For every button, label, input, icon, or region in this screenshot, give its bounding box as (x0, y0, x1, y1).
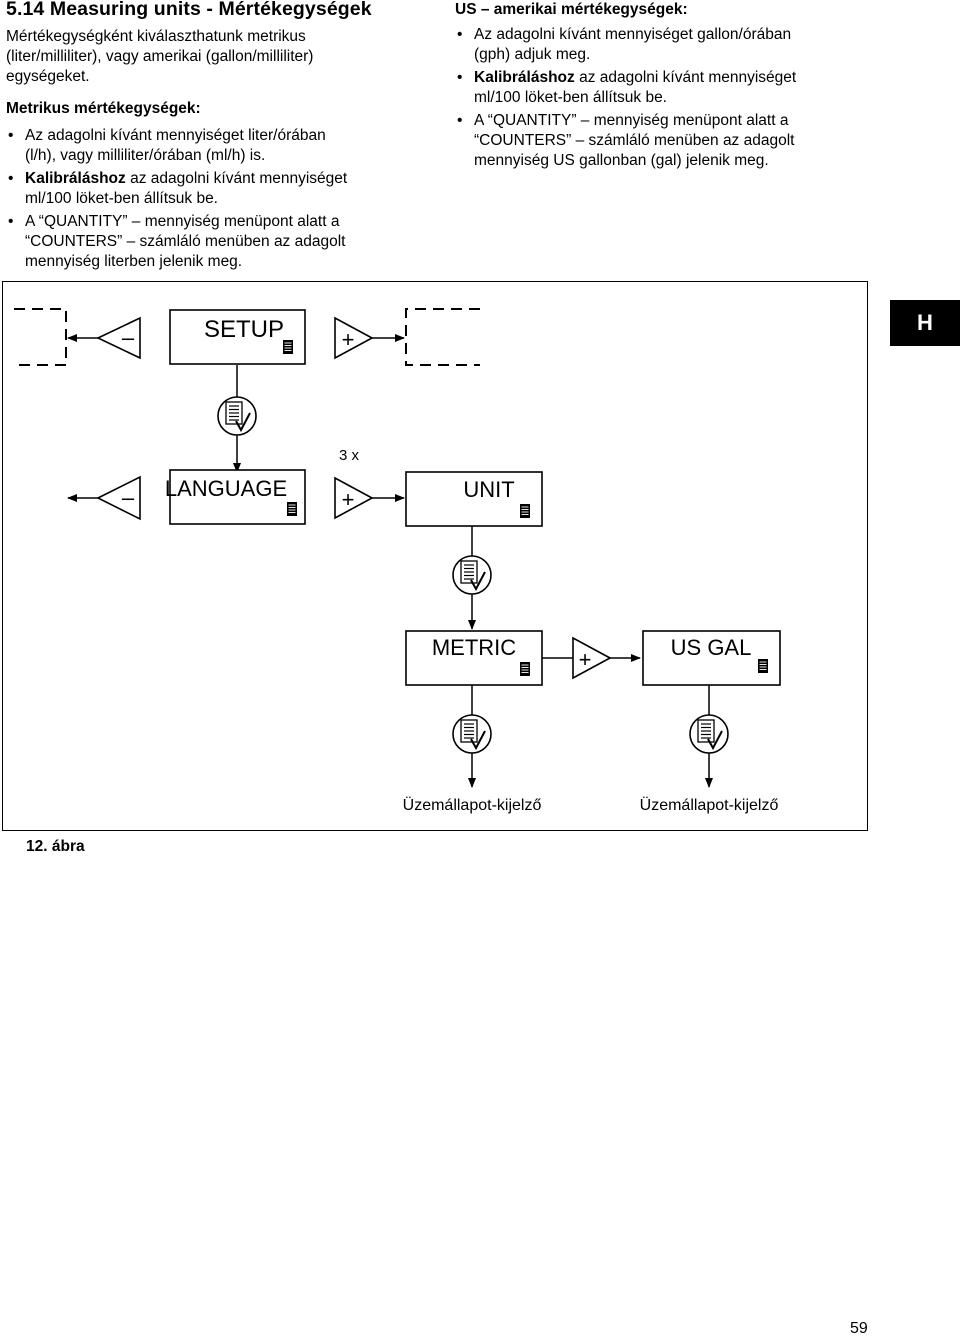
bullet-glyph: • (457, 26, 463, 43)
bullet-text: ml/100 löket-ben állítsuk be. (474, 89, 667, 106)
metric-heading: Metrikus mértékegységek: (6, 100, 201, 117)
section-title: 5.14 Measuring units - Mértékegységek (6, 0, 372, 20)
menu-key-icon (282, 339, 294, 355)
intro-line: (liter/milliliter), vagy amerikai (gallo… (6, 48, 314, 65)
status-display-label: Üzemállapot-kijelző (640, 796, 779, 814)
display-text: UNIT (463, 477, 514, 502)
setup-display: SETUP (169, 309, 306, 365)
plus-symbol: + (579, 647, 592, 672)
plus-button[interactable]: + (572, 636, 612, 680)
language-display: LANGUAGE (165, 469, 306, 525)
enter-button-icon[interactable] (217, 396, 257, 436)
list-item: • A “QUANTITY” – mennyiség menüpont alat… (6, 212, 406, 272)
us-heading: US – amerikai mértékegységek: (455, 1, 688, 18)
bullet-text: mennyiség US gallonban (gal) jelenik meg… (474, 152, 769, 169)
us-bullet-list: • Az adagolni kívánt mennyiséget gallon/… (455, 25, 875, 171)
us-gal-display: US GAL (642, 630, 781, 686)
bullet-text: “COUNTERS” – számláló menüben az adagolt (25, 233, 346, 250)
unit-display: UNIT (405, 471, 543, 527)
bullet-text: mennyiség literben jelenik meg. (25, 253, 243, 270)
bullet-glyph: • (457, 112, 463, 129)
minus-button[interactable]: – (96, 475, 141, 521)
plus-button[interactable]: + (334, 476, 374, 520)
bullet-text: “COUNTERS” – számláló menüben az adagolt (474, 132, 795, 149)
bullet-glyph: • (8, 127, 14, 144)
right-column: US – amerikai mértékegységek: • Az adago… (455, 0, 875, 171)
bullet-text: A “QUANTITY” – mennyiség menüpont alatt … (474, 112, 789, 129)
bullet-bold: Kalibráláshoz (25, 170, 126, 187)
display-text: SETUP (204, 316, 284, 343)
list-item: • Az adagolni kívánt mennyiséget liter/ó… (6, 126, 406, 166)
list-item: • Kalibráláshoz az adagolni kívánt menny… (455, 68, 875, 108)
menu-key-icon (519, 661, 531, 677)
bullet-text: (gph) adjuk meg. (474, 46, 591, 63)
page-number: 59 (850, 1320, 868, 1337)
figure-frame (2, 281, 868, 831)
minus-button[interactable]: – (96, 316, 141, 360)
plus-symbol: + (342, 327, 355, 352)
repeat-count-label: 3 x (339, 447, 360, 464)
display-text: METRIC (432, 635, 516, 660)
bullet-text: az adagolni kívánt mennyiséget (125, 170, 348, 187)
enter-button-icon[interactable] (452, 714, 492, 754)
status-display-label: Üzemállapot-kijelző (403, 796, 542, 814)
plus-button[interactable]: + (334, 316, 374, 360)
intro-paragraph: Mértékegységként kiválaszthatunk metriku… (6, 27, 406, 87)
bullet-text: A “QUANTITY” – mennyiség menüpont alatt … (25, 213, 340, 230)
minus-symbol: – (122, 485, 135, 510)
bullet-bold: Kalibráláshoz (474, 69, 575, 86)
list-item: • Az adagolni kívánt mennyiséget gallon/… (455, 25, 875, 65)
dashed-placeholder-right (405, 308, 480, 366)
bullet-text: (l/h), vagy milliliter/órában (ml/h) is. (25, 147, 266, 164)
left-column: Mértékegységként kiválaszthatunk metriku… (6, 27, 406, 272)
metric-display: METRIC (405, 630, 543, 686)
metric-bullet-list: • Az adagolni kívánt mennyiséget liter/ó… (6, 126, 406, 272)
menu-key-icon (519, 503, 531, 519)
dashed-placeholder-left (14, 308, 67, 366)
plus-symbol: + (342, 487, 355, 512)
display-text: US GAL (671, 635, 752, 660)
bullet-text: az adagolni kívánt mennyiséget (574, 69, 797, 86)
intro-line: Mértékegységként kiválaszthatunk metriku… (6, 28, 306, 45)
bullet-text: ml/100 löket-ben állítsuk be. (25, 190, 218, 207)
bullet-glyph: • (457, 69, 463, 86)
bullet-text: Az adagolni kívánt mennyiséget liter/órá… (25, 127, 326, 144)
bullet-text: Az adagolni kívánt mennyiséget gallon/ór… (474, 26, 792, 43)
menu-key-icon (286, 501, 298, 517)
figure-caption: 12. ábra (26, 838, 85, 855)
bullet-glyph: • (8, 170, 14, 187)
enter-button-icon[interactable] (689, 714, 729, 754)
enter-button-icon[interactable] (452, 555, 492, 595)
display-text: LANGUAGE (165, 476, 287, 501)
bullet-glyph: • (8, 213, 14, 230)
menu-key-icon (757, 658, 769, 674)
minus-symbol: – (122, 325, 135, 350)
list-item: • A “QUANTITY” – mennyiség menüpont alat… (455, 111, 875, 171)
language-tab: H (890, 300, 960, 346)
intro-line: egységeket. (6, 68, 90, 85)
list-item: • Kalibráláshoz az adagolni kívánt menny… (6, 169, 406, 209)
